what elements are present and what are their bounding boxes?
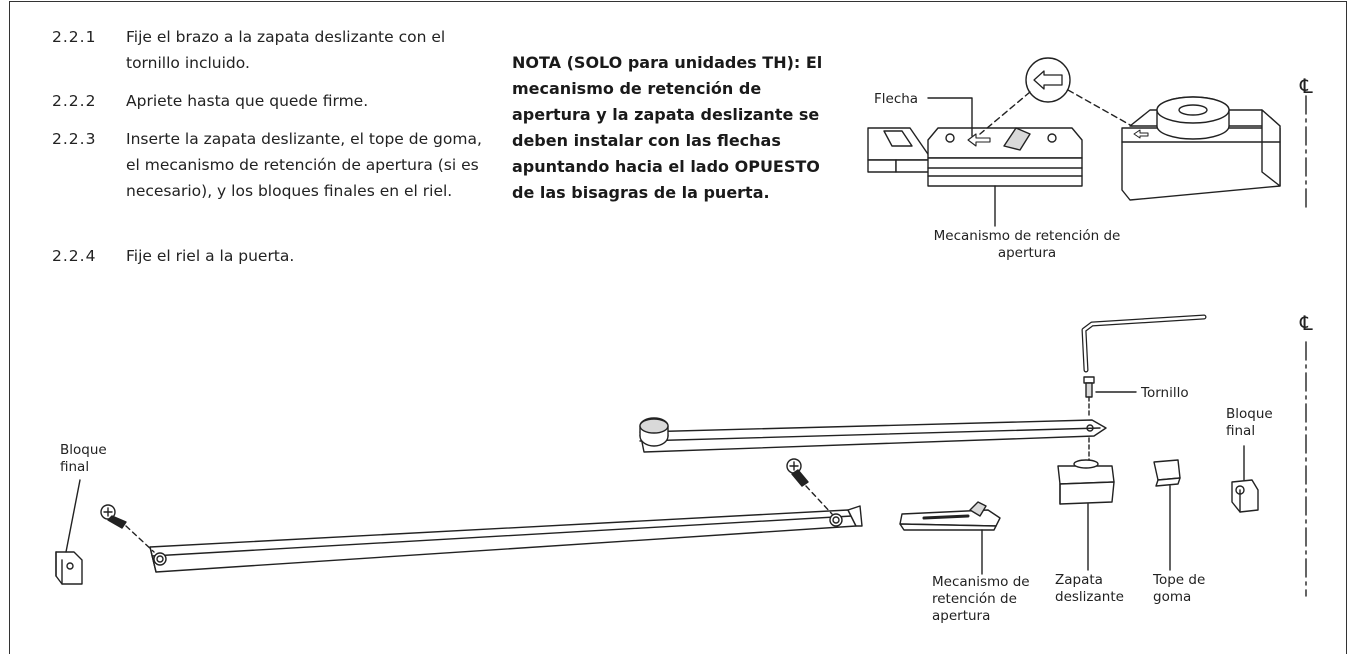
step-2-2-1: 2.2.1 Fije el brazo a la zapata deslizan… — [52, 24, 492, 76]
step-number: 2.2.4 — [52, 247, 97, 265]
step-2-2-4: 2.2.4 Fije el riel a la puerta. — [52, 243, 492, 269]
end-block-left — [55, 479, 83, 585]
label-bloque-final-left: Bloque final — [60, 442, 107, 475]
rubber-stop-part — [1153, 459, 1181, 571]
step-2-2-2: 2.2.2 Apriete hasta que quede firme. — [52, 88, 492, 114]
step-number: 2.2.2 — [52, 92, 97, 110]
exploded-track-assembly — [55, 314, 1307, 597]
step-number: 2.2.1 — [52, 28, 97, 46]
label-flecha: Flecha — [874, 91, 919, 107]
label-tornillo: Tornillo — [1141, 385, 1189, 401]
label-mecanismo-main: Mecanismo de retención de apertura — [932, 574, 1030, 624]
centerline-symbol-detail: ℄ — [1300, 74, 1313, 98]
step-text: Inserte la zapata deslizante, el tope de… — [126, 130, 482, 200]
label-tope: Tope de goma — [1153, 572, 1206, 605]
screw-right — [786, 458, 809, 487]
label-zapata: Zapata deslizante — [1055, 572, 1124, 605]
step-2-2-3: 2.2.3 Inserte la zapata deslizante, el t… — [52, 126, 492, 204]
page-frame — [9, 1, 1347, 654]
detail-hold-open-assembly — [867, 57, 1307, 227]
label-mecanismo-detail: Mecanismo de retención de apertura — [933, 228, 1121, 261]
screw-left — [100, 504, 127, 529]
sliding-shoe-part — [1057, 459, 1115, 571]
step-text: Apriete hasta que quede firme. — [126, 92, 369, 110]
step-text: Fije el riel a la puerta. — [126, 247, 295, 265]
label-bloque-final-right: Bloque final — [1226, 406, 1273, 439]
hold-open-mechanism-part — [899, 501, 1001, 575]
step-text: Fije el brazo a la zapata deslizante con… — [126, 28, 446, 72]
centerline-symbol-main: ℄ — [1300, 311, 1313, 335]
step-number: 2.2.3 — [52, 130, 97, 148]
th-units-note: NOTA (SOLO para unidades TH): El mecanis… — [512, 53, 823, 202]
end-block-right — [1231, 445, 1259, 513]
